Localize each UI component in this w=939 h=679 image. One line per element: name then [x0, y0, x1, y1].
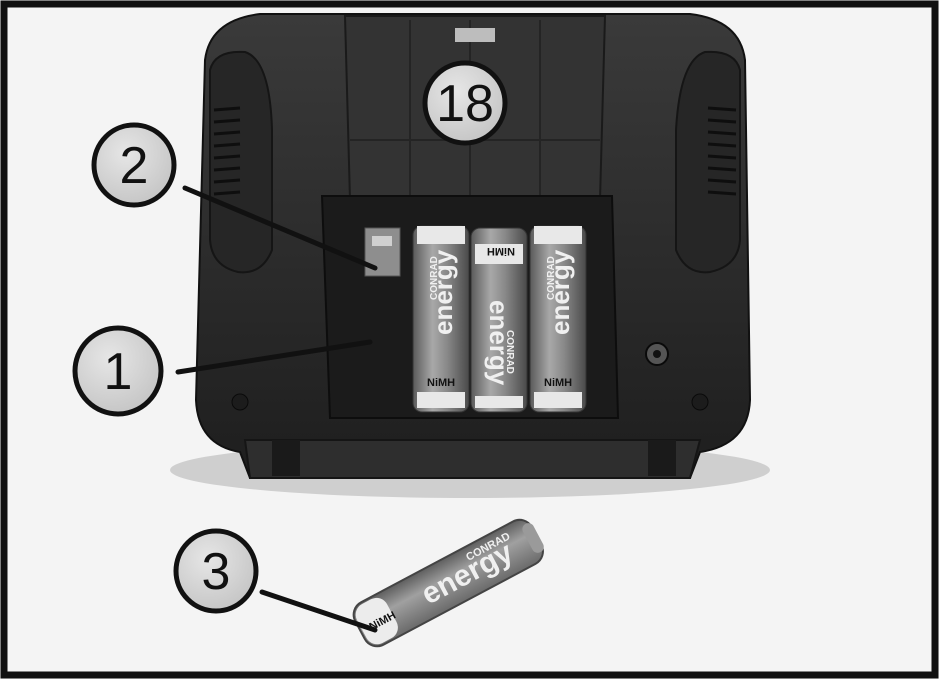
battery-3-line: energy [545, 249, 575, 335]
battery-2-line: energy [484, 300, 514, 386]
callout-2: 2 [91, 122, 177, 208]
foot-right [648, 440, 676, 476]
contact-spring [372, 236, 392, 246]
leader-line-3 [259, 589, 378, 633]
battery-2-chemistry: NiMH [487, 245, 515, 257]
battery-2-brand: CONRAD [504, 330, 515, 374]
leader-lines [175, 185, 378, 633]
device-front-lip [243, 439, 702, 479]
jack-hole [653, 350, 661, 358]
grip-ridges [213, 106, 737, 196]
callout-1-label: 1 [104, 343, 133, 401]
callout-3-label: 3 [202, 543, 231, 601]
leader-line-1 [175, 339, 373, 375]
battery-3-chemistry: NiMH [544, 377, 572, 389]
battery-1-line: energy [428, 249, 458, 335]
callout-2-label: 2 [120, 137, 149, 195]
battery-3-brand: CONRAD [546, 256, 557, 300]
battery-1-chemistry: NiMH [427, 377, 455, 389]
battery-2: NiMH energy CONRAD [470, 227, 528, 413]
lid-latch [455, 28, 495, 42]
callout-18: 18 [422, 60, 508, 146]
callout-18-label: 18 [436, 75, 494, 133]
leader-line-2 [182, 185, 378, 271]
callout-3: 3 [173, 528, 259, 614]
left-grip [209, 50, 273, 274]
battery-contact [364, 227, 401, 277]
right-grip [675, 50, 741, 274]
screw-right [691, 393, 709, 411]
screw-left [231, 393, 249, 411]
foot-left [272, 440, 300, 476]
battery-1: energy CONRAD NiMH [412, 225, 470, 413]
callout-1: 1 [72, 325, 164, 417]
battery-1-brand: CONRAD [429, 256, 440, 300]
battery-3: energy CONRAD NiMH [529, 225, 587, 413]
